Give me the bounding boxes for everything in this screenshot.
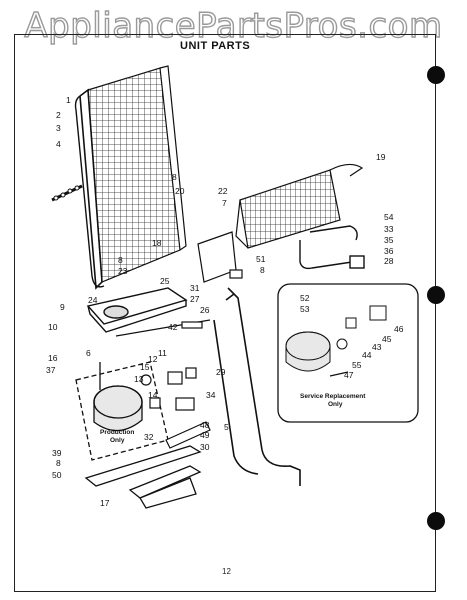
callout-20: 20 [175,186,185,196]
callout-7: 7 [222,198,227,208]
condenser-coil [74,65,187,290]
callout-45: 45 [382,334,392,344]
capillary-line [115,319,211,337]
callout-15: 15 [140,362,150,372]
callout-8: 8 [172,172,177,182]
callout-47: 47 [344,370,354,380]
binder-hole-bottom [427,512,445,530]
callout-9: 9 [60,302,65,312]
callout-37: 37 [46,365,56,375]
callout-2: 2 [56,110,61,120]
page-number: 12 [222,567,231,576]
callout-23: 23 [118,266,128,276]
callout-30: 30 [200,442,210,452]
clip-part [51,184,83,202]
callout-labels: 1 2 3 4 8 20 19 22 7 54 33 35 36 28 18 5… [46,95,404,508]
callout-43: 43 [372,342,382,352]
callout-22: 22 [218,186,228,196]
page-frame [14,34,436,592]
callout-16: 16 [48,353,58,363]
callout-10: 10 [48,322,58,332]
callout-50: 50 [52,470,62,480]
callout-51: 51 [256,254,266,264]
drain-tray [86,287,188,333]
callout-12: 12 [148,354,158,364]
callout-39: 39 [52,448,62,458]
callout-31: 31 [190,283,200,293]
callout-52: 52 [300,293,310,303]
callout-4: 4 [56,139,61,149]
service-note-line1: Service Replacement [300,393,366,400]
callout-33: 33 [384,224,394,234]
callout-11: 11 [158,348,167,358]
callout-1: 1 [66,95,71,105]
callout-17: 17 [100,498,110,508]
diagram-title: UNIT PARTS [180,40,251,52]
drain-tube [213,287,301,486]
service-replacement-box: Service Replacement Only [277,283,419,423]
callout-3: 3 [56,123,61,133]
callout-5: 5 [224,422,229,432]
callout-24: 24 [88,295,98,305]
callout-13: 13 [134,374,144,384]
compressor-production [75,361,169,461]
callout-36: 36 [384,246,394,256]
callout-53: 53 [300,304,310,314]
callout-35: 35 [384,235,394,245]
callout-8c: 8 [118,255,123,265]
binder-hole-top [427,66,445,84]
callout-32: 32 [144,432,154,442]
callout-55: 55 [352,360,362,370]
base-rails [84,445,202,509]
service-note-line2: Only [328,401,343,408]
callout-49: 49 [200,430,210,440]
callout-27: 27 [190,294,200,304]
relay-parts [140,367,211,449]
heater-tube [299,225,365,270]
callout-29: 29 [216,367,226,377]
callout-8d: 8 [56,458,61,468]
callout-54: 54 [384,212,394,222]
callout-14: 14 [148,390,158,400]
callout-6: 6 [86,348,91,358]
callout-48: 48 [200,420,210,430]
callout-46: 46 [394,324,404,334]
callout-34: 34 [206,390,216,400]
callout-26: 26 [200,305,210,315]
callout-18: 18 [152,238,162,248]
mounting-plate [197,231,243,283]
production-note-line2: Only [110,437,125,444]
binder-hole-middle [427,286,445,304]
callout-28: 28 [384,256,394,266]
callout-8b: 8 [260,265,265,275]
callout-44: 44 [362,350,372,360]
production-note-line1: Production [100,429,134,436]
evaporator-coil [235,163,364,249]
callout-25: 25 [160,276,170,286]
callout-42: 42 [168,322,178,332]
callout-19: 19 [376,152,386,162]
